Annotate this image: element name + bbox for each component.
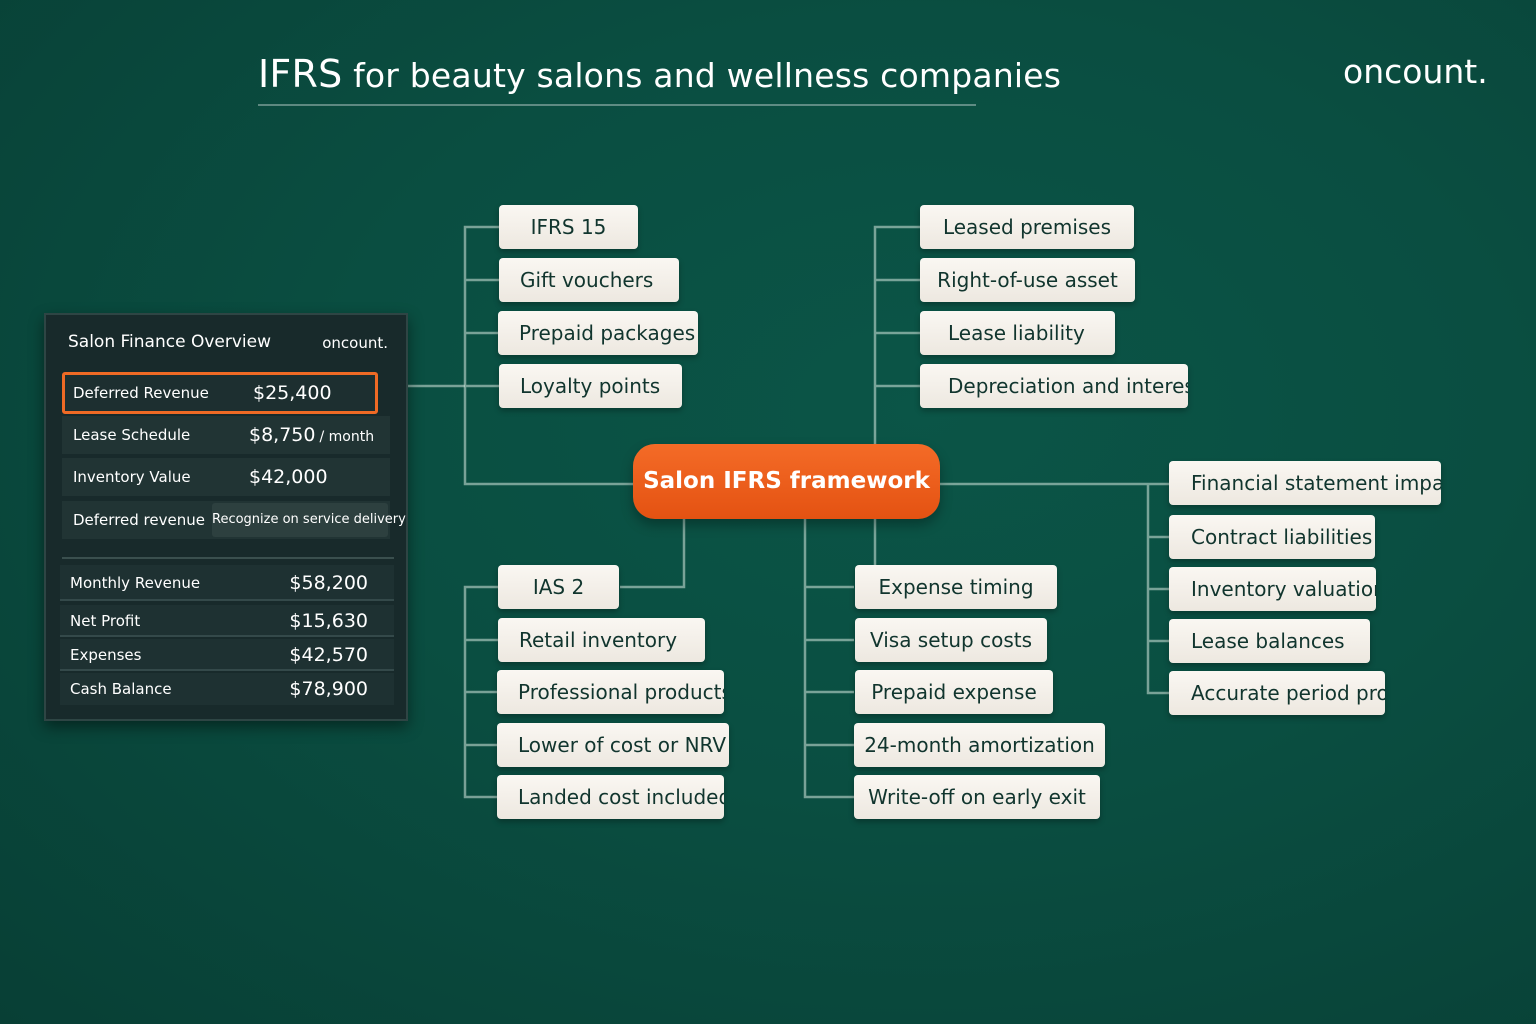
salon-finance-panel: Salon Finance Overview oncount. Deferred…: [44, 313, 408, 721]
page-title: IFRS for beauty salons and wellness comp…: [258, 52, 1061, 96]
node-landed-cost-included: Landed cost included: [497, 775, 724, 819]
row-inventory-value: Inventory Value $42,000: [62, 458, 390, 496]
node-prepaid-expense: Prepaid expense: [855, 670, 1053, 714]
row-deferred-revenue: Deferred Revenue $25,400: [62, 372, 378, 414]
summary-label: Monthly Revenue: [70, 574, 201, 592]
node-retail-inventory: Retail inventory: [498, 618, 705, 662]
title-prefix: IFRS: [258, 52, 343, 96]
row-label: Deferred Revenue: [73, 384, 209, 402]
node-prepaid-packages: Prepaid packages: [498, 311, 698, 355]
node-lease-liability: Lease liability: [920, 311, 1115, 355]
node-ias-2: IAS 2: [498, 565, 619, 609]
connector-inventory: [463, 519, 686, 799]
connector-expenses: [803, 519, 877, 799]
summary-label: Net Profit: [70, 612, 141, 630]
row-lease-schedule: Lease Schedule $8,750/ month: [62, 416, 390, 454]
node-accurate-period-profit: Accurate period profit: [1169, 671, 1385, 715]
connector-impact: [940, 482, 1169, 695]
node-lower-of-cost-or-nrv: Lower of cost or NRV: [497, 723, 729, 767]
node-gift-vouchers: Gift vouchers: [499, 258, 679, 302]
row-value: $8,750/ month: [249, 416, 374, 456]
row-unit: / month: [319, 429, 375, 445]
row-amount: $8,750: [249, 424, 316, 446]
hub-salon-ifrs-framework: Salon IFRS framework: [633, 444, 940, 519]
connector-leases: [873, 225, 920, 444]
connector-revenue: [463, 225, 633, 486]
node-contract-liabilities: Contract liabilities: [1169, 515, 1375, 559]
panel-divider: [62, 557, 394, 559]
row-deferred-revenue-policy: Deferred revenue Recognize on service de…: [62, 501, 406, 539]
brand-logo: oncount.: [1343, 52, 1488, 91]
panel-brand-logo: oncount.: [322, 334, 388, 352]
node-right-of-use-asset: Right-of-use asset: [920, 258, 1135, 302]
row-value: $42,000: [249, 466, 328, 488]
summary-value: $78,900: [289, 678, 368, 700]
summary-row-net-profit: Net Profit $15,630: [60, 605, 394, 637]
node-inventory-valuation: Inventory valuation: [1169, 567, 1376, 611]
title-text: for beauty salons and wellness companies: [353, 56, 1062, 95]
row-label: Lease Schedule: [73, 426, 191, 444]
node-visa-setup-costs: Visa setup costs: [855, 618, 1047, 662]
panel-title: Salon Finance Overview: [68, 332, 271, 352]
node-leased-premises: Leased premises: [920, 205, 1134, 249]
node-write-off-early-exit: Write-off on early exit: [854, 775, 1100, 819]
summary-row-cash-balance: Cash Balance $78,900: [60, 673, 394, 705]
node-depreciation-interest: Depreciation and interest: [920, 364, 1188, 408]
summary-row-monthly-revenue: Monthly Revenue $58,200: [60, 565, 394, 601]
node-financial-statement-impact: Financial statement impact: [1169, 461, 1441, 505]
node-lease-balances: Lease balances: [1169, 619, 1370, 663]
node-professional-products: Professional products: [497, 670, 724, 714]
page-title-bar: IFRS for beauty salons and wellness comp…: [258, 46, 1061, 106]
summary-value: $58,200: [289, 572, 368, 594]
node-24-month-amortization: 24-month amortization: [854, 723, 1105, 767]
summary-label: Expenses: [70, 646, 142, 664]
row-label: Deferred revenue: [73, 511, 205, 529]
summary-row-expenses: Expenses $42,570: [60, 639, 394, 671]
summary-label: Cash Balance: [70, 680, 172, 698]
node-loyalty-points: Loyalty points: [499, 364, 682, 408]
row-label: Inventory Value: [73, 468, 191, 486]
node-expense-timing: Expense timing: [855, 565, 1057, 609]
policy-chip: Recognize on service delivery: [212, 503, 406, 537]
node-ifrs-15: IFRS 15: [499, 205, 638, 249]
row-value: $25,400: [253, 382, 332, 404]
summary-value: $42,570: [289, 644, 368, 666]
summary-value: $15,630: [289, 610, 368, 632]
